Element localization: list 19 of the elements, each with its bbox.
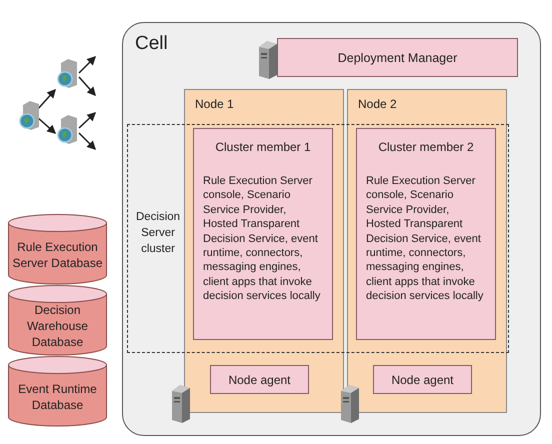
cluster-member-title: Cluster member 1: [214, 140, 312, 154]
node-label: Node 2: [358, 97, 397, 111]
cell-label: Cell: [135, 33, 168, 55]
database-label: Event Runtime Database: [17, 381, 98, 413]
node-agent-box: Node agent: [210, 365, 309, 394]
database-label: Rule Execution Server Database: [11, 239, 104, 271]
cluster-label: Decision Server cluster: [134, 210, 182, 257]
deployment-manager-box: Deployment Manager: [277, 38, 518, 77]
component-list: Rule Execution Server console, Scenario Service Provider, Hosted Transparent Decision Service, event runtime, connectors, messaging engines, client apps that invoke decision services locally: [203, 174, 324, 304]
database-label: Decision Warehouse Database: [26, 302, 89, 350]
cluster-member-title: Cluster member 2: [377, 140, 475, 154]
database-cylinder: [8, 214, 107, 284]
component-list: Rule Execution Server console, Scenario Service Provider, Hosted Transparent Decision Service, event runtime, connectors, messaging engines, client apps that invoke decision services locally: [366, 174, 487, 304]
database-cylinder: [8, 356, 107, 426]
node-agent-box: Node agent: [373, 365, 472, 394]
database-cylinder: [8, 285, 107, 355]
cluster-member-box: [193, 128, 333, 340]
node-label: Node 1: [195, 97, 234, 111]
cluster-member-box: [356, 128, 496, 340]
